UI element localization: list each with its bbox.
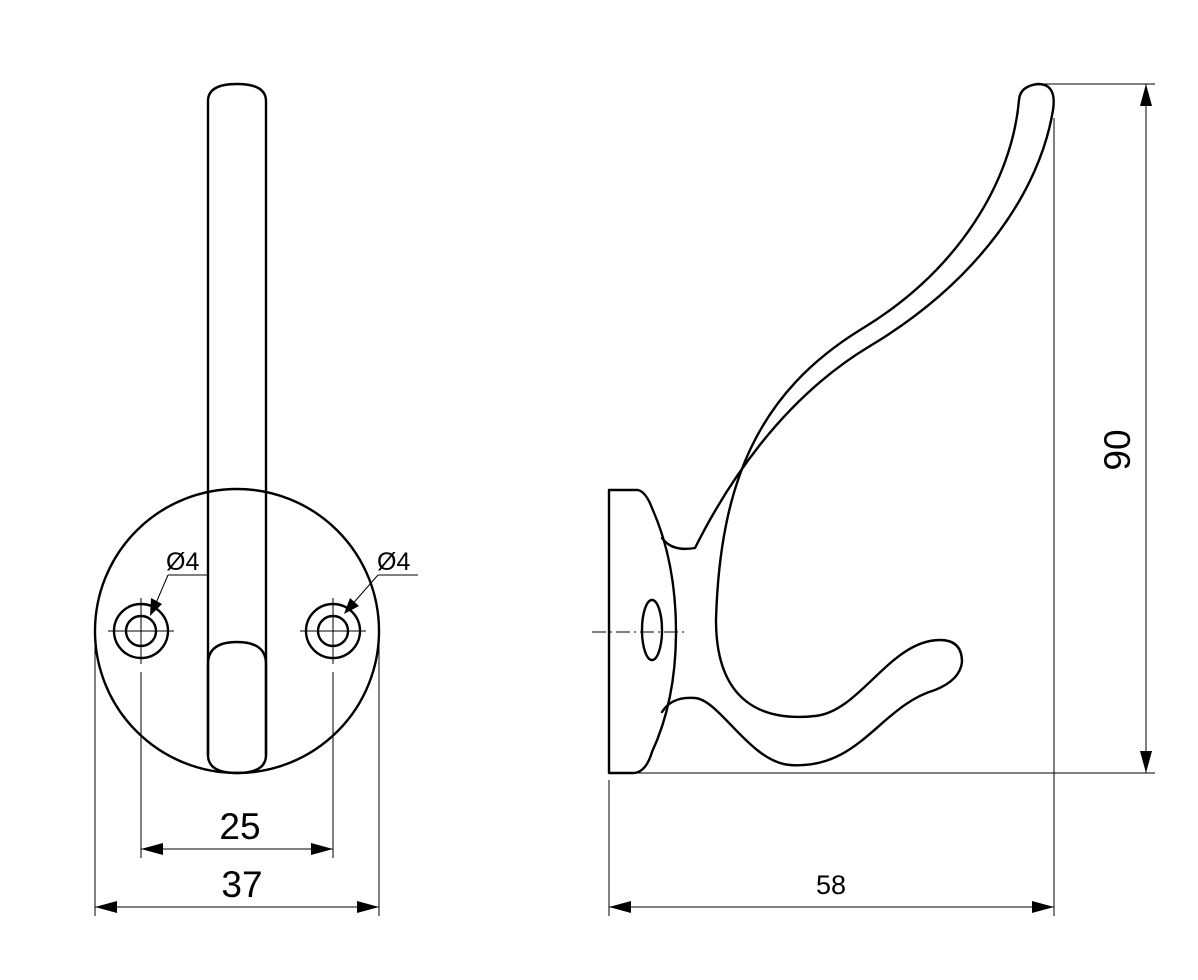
mounting-hole-right — [300, 598, 366, 664]
hole-spacing-dimension-line — [141, 843, 333, 855]
plate-diameter-label: 37 — [221, 864, 262, 905]
height-dimension-line — [1140, 84, 1152, 773]
hole-spacing-label: 25 — [219, 806, 260, 847]
hole-right-diameter-label: Ø4 — [377, 548, 410, 576]
hole-right-leader — [344, 574, 418, 614]
front-view: Ø4 Ø4 25 37 — [93, 82, 418, 916]
plate-diameter-dimension-line — [95, 901, 379, 913]
hole-left-leader — [150, 574, 208, 616]
hole-left-diameter-label: Ø4 — [166, 548, 199, 576]
side-mounting-slot — [640, 598, 664, 662]
side-view: 90 58 — [592, 82, 1155, 916]
depth-dimension-line — [609, 901, 1054, 913]
depth-label: 58 — [816, 870, 846, 900]
height-label: 90 — [1097, 429, 1138, 470]
hook-profile-outline — [660, 82, 1055, 767]
mounting-hole-left — [108, 598, 174, 664]
hook-tip-outline — [206, 640, 268, 757]
hook-arm-outline — [206, 82, 268, 775]
